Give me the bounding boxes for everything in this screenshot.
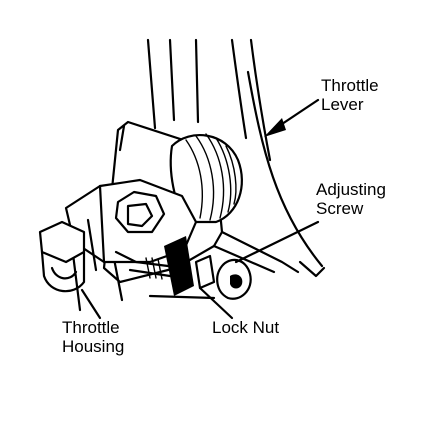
callout-adjusting-screw-line2: Screw	[316, 199, 364, 218]
adjusting-screw-leader	[234, 220, 320, 264]
callout-throttle-lever-line1: Throttle	[321, 76, 379, 95]
callout-throttle-housing: Throttle Housing	[62, 318, 124, 356]
leader-lines	[80, 98, 320, 320]
lock-nut-leader	[198, 286, 234, 320]
throttle-housing-leader	[80, 288, 102, 320]
throttle-drum	[169, 133, 243, 224]
throttle-lever-arc	[246, 70, 324, 268]
lever-stop-edge	[298, 260, 326, 278]
hex-nut	[114, 190, 166, 234]
throttle-lever-arrowhead	[264, 118, 286, 137]
callout-lock-nut: Lock Nut	[212, 318, 279, 337]
callout-throttle-lever-line2: Lever	[321, 95, 364, 114]
housing-boss	[38, 220, 86, 293]
adjusting-screw-assembly	[114, 236, 216, 300]
callout-throttle-lever: Throttle Lever	[321, 76, 379, 114]
callout-throttle-housing-line2: Housing	[62, 337, 125, 356]
background-shafts	[146, 38, 272, 162]
callout-lock-nut-line1: Lock Nut	[212, 318, 280, 337]
screw-head	[216, 258, 252, 300]
callout-throttle-housing-line1: Throttle	[62, 318, 120, 337]
callout-adjusting-screw-line1: Adjusting	[316, 180, 386, 199]
callout-adjusting-screw: Adjusting Screw	[316, 180, 386, 218]
